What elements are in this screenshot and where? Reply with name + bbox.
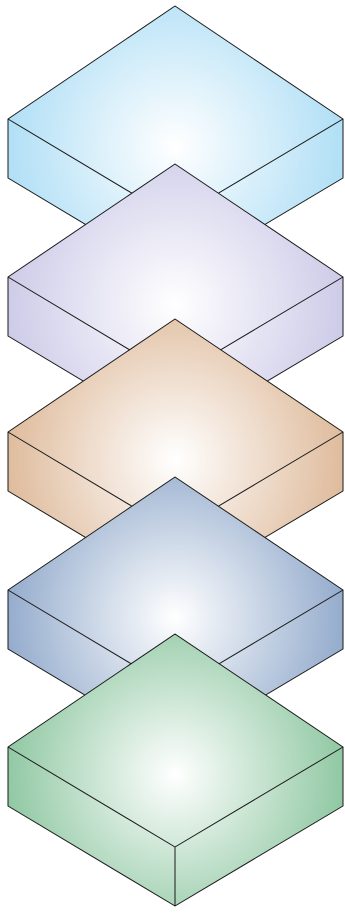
stacked-blocks-diagram	[0, 0, 345, 913]
